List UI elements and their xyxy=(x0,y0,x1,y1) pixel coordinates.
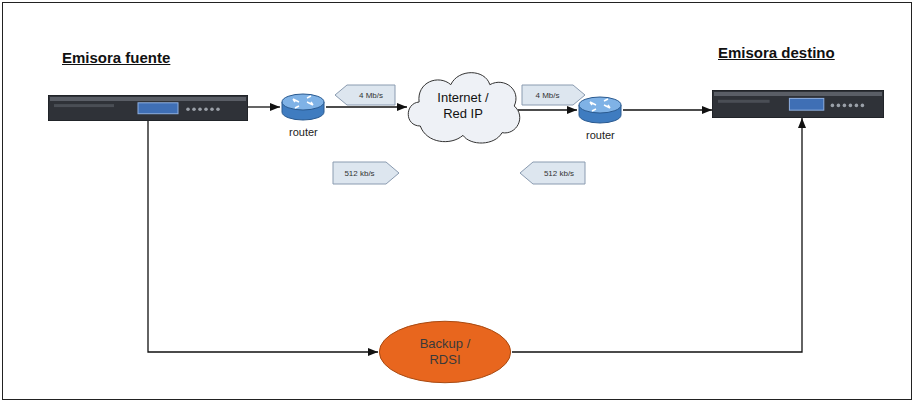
connector-arrow xyxy=(248,106,280,107)
text-area: Backup / RDSI xyxy=(378,320,512,384)
router-node: router xyxy=(280,92,326,122)
broadcast-station: Emisora destino xyxy=(712,90,884,118)
broadcast-station: Emisora fuente xyxy=(48,95,248,121)
router-icon xyxy=(280,92,326,122)
backup-link: Backup / RDSI xyxy=(378,320,512,384)
cloud-label: Internet / Red IP xyxy=(427,90,499,121)
rate-label: 512 kb/s xyxy=(533,162,585,184)
rate-label: 512 kb/s xyxy=(333,162,386,184)
rack-device xyxy=(48,95,248,121)
router-label: router xyxy=(289,126,318,138)
network-cloud: Internet / Red IP xyxy=(402,66,524,146)
router-node: router xyxy=(577,95,623,125)
router-label: router xyxy=(586,129,615,141)
backup-label: Backup / RDSI xyxy=(410,336,480,367)
rate-arrow xyxy=(333,162,399,184)
text-area: Internet / Red IP xyxy=(402,66,524,146)
connector-arrow xyxy=(326,106,407,107)
station-heading: Emisora fuente xyxy=(62,49,170,66)
rate-label: 4 Mb/s xyxy=(522,85,573,105)
rate-arrow xyxy=(335,85,395,105)
rate-arrow xyxy=(520,162,585,184)
router-icon xyxy=(577,95,623,125)
rate-arrow xyxy=(522,85,585,105)
rack-device xyxy=(712,90,884,118)
connector-arrow xyxy=(518,109,577,110)
station-heading: Emisora destino xyxy=(718,44,835,61)
connector-arrow xyxy=(623,109,712,110)
connector-arrow xyxy=(148,121,378,352)
connector-arrow xyxy=(512,118,802,352)
rate-label: 4 Mb/s xyxy=(347,85,395,105)
